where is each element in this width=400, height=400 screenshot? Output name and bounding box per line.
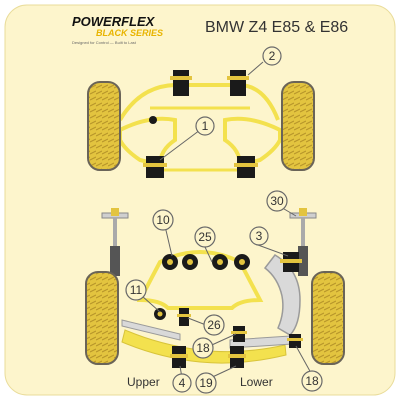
callout-18-upper-label: 18 xyxy=(196,341,210,355)
callout-2: 2 xyxy=(262,46,282,66)
front-arb-bush-right xyxy=(227,70,249,96)
callout-30-label: 30 xyxy=(270,194,284,208)
callout-1: 1 xyxy=(195,116,215,136)
rear-upper-link xyxy=(121,319,181,341)
rear-subframe-bush-1 xyxy=(162,254,178,270)
callout-25-label: 25 xyxy=(198,230,212,244)
powerflex-logo: POWERFLEX BLACK SERIES Designed for Cont… xyxy=(65,13,175,45)
callout-18-lower-label: 18 xyxy=(305,374,319,388)
rear-suspension xyxy=(85,208,345,368)
front-wishbone-bush-left xyxy=(143,156,167,178)
front-left-tyre xyxy=(87,81,121,171)
rear-subframe-bush-4 xyxy=(234,254,250,270)
rear-right-tyre xyxy=(311,271,345,365)
brand-subname: BLACK SERIES xyxy=(96,28,163,38)
front-balljoint xyxy=(149,116,157,124)
front-wishbone-bush-right xyxy=(234,156,258,178)
callout-30: 30 xyxy=(266,190,288,212)
front-right-tyre xyxy=(281,81,315,171)
front-suspension xyxy=(87,70,315,178)
rear-subframe xyxy=(136,250,264,310)
callout-4-label: 4 xyxy=(179,376,186,390)
rear-trailing-arm-bush xyxy=(280,252,302,272)
rear-inner-bush xyxy=(231,326,247,342)
brand-tagline: Designed for Control — Built to Last xyxy=(72,40,137,45)
front-right-wishbone xyxy=(223,116,282,168)
callout-19-label: 19 xyxy=(199,376,213,390)
rear-right-shock xyxy=(289,208,317,276)
rear-trailing-arm xyxy=(263,254,301,336)
callout-1-label: 1 xyxy=(202,119,209,133)
upper-label: Upper xyxy=(127,375,160,389)
callout-18-lower: 18 xyxy=(301,370,323,392)
rear-subframe-bush-2 xyxy=(182,254,198,270)
callout-3: 3 xyxy=(249,226,269,246)
rear-hub-bush xyxy=(287,334,303,348)
callout-26-label: 26 xyxy=(207,318,221,332)
callout-4: 4 xyxy=(172,373,192,393)
rear-lower-arm-bush xyxy=(228,346,246,368)
callout-11-label: 11 xyxy=(130,283,143,297)
rear-upper-arm-bush xyxy=(170,346,188,368)
callout-11: 11 xyxy=(125,279,147,301)
rear-subframe-bush-3 xyxy=(212,254,228,270)
brand-name: POWERFLEX xyxy=(72,14,156,29)
callout-3-label: 3 xyxy=(256,229,263,243)
callout-10: 10 xyxy=(152,209,174,231)
callout-25: 25 xyxy=(194,226,216,248)
rear-left-shock xyxy=(101,208,129,276)
rear-diff-bush xyxy=(177,308,191,326)
front-arb-bush-left xyxy=(170,70,192,96)
callout-10-label: 10 xyxy=(156,213,170,227)
lower-label: Lower xyxy=(240,375,273,389)
callout-18-upper: 18 xyxy=(192,337,214,359)
rear-left-tyre xyxy=(85,271,119,365)
callout-26: 26 xyxy=(203,314,225,336)
callout-2-label: 2 xyxy=(269,49,276,63)
rear-outer-link-bush xyxy=(154,308,166,320)
vehicle-title: BMW Z4 E85 & E86 xyxy=(205,19,348,36)
callout-19: 19 xyxy=(195,372,217,394)
